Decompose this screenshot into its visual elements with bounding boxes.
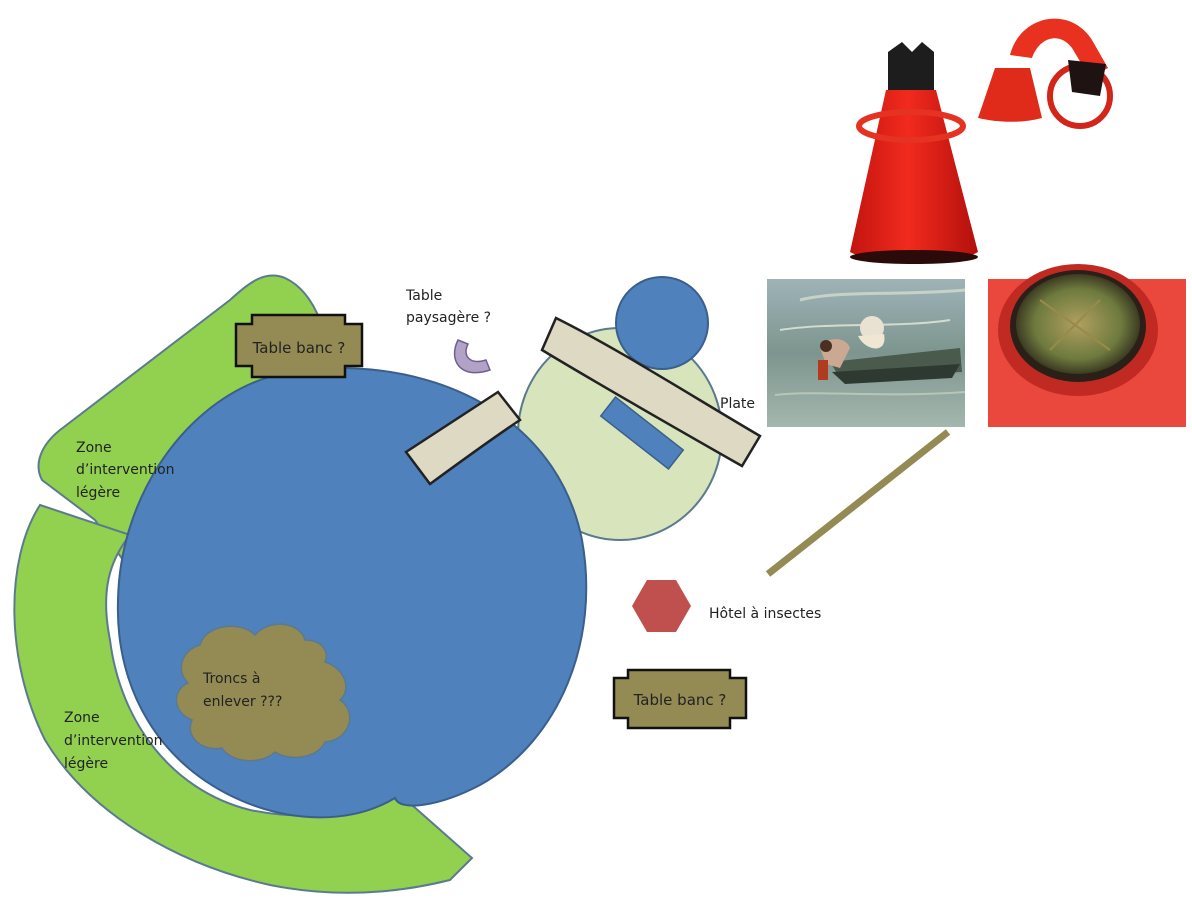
zone-bottom-label-line3: légère (64, 756, 108, 772)
zone-bottom-green-area (13, 503, 474, 894)
zone-bottom-label-line1: Zone (64, 710, 100, 726)
red-cone-viewer-photo (850, 18, 1113, 264)
zone-top-label-line3: légère (76, 485, 120, 501)
walkway-right (540, 316, 762, 468)
table-banc-top-label: Table banc ? (252, 339, 346, 357)
zone-top-label-line2: d’intervention (76, 462, 175, 478)
table-banc-top: Table banc ? (234, 313, 364, 379)
table-paysagere-shape (453, 339, 491, 374)
platform-blue-rect (599, 396, 685, 470)
connector-line (765, 429, 951, 577)
table-banc-bottom: Table banc ? (612, 668, 748, 730)
table-paysagere-label-line1: Table (405, 288, 442, 304)
table-banc-bottom-label: Table banc ? (633, 691, 727, 709)
zone-bottom-label-line2: d’intervention (64, 733, 163, 749)
main-pond (116, 366, 588, 819)
table-paysagere-label-line2: paysagère ? (406, 310, 491, 326)
small-pond (615, 276, 709, 370)
walkway-left (404, 390, 522, 486)
troncs-cloud (175, 623, 351, 762)
troncs-label-line1: Troncs à (202, 671, 260, 687)
boat-on-pond-photo (767, 279, 966, 427)
hotel-insectes-label: Hôtel à insectes (709, 606, 821, 622)
red-viewer-lens-photo (988, 264, 1186, 427)
troncs-label-line2: enlever ??? (203, 694, 282, 710)
zone-top-label-line1: Zone (76, 440, 112, 456)
hotel-insectes-hexagon (632, 580, 691, 632)
platform-label: Plate (720, 396, 755, 412)
